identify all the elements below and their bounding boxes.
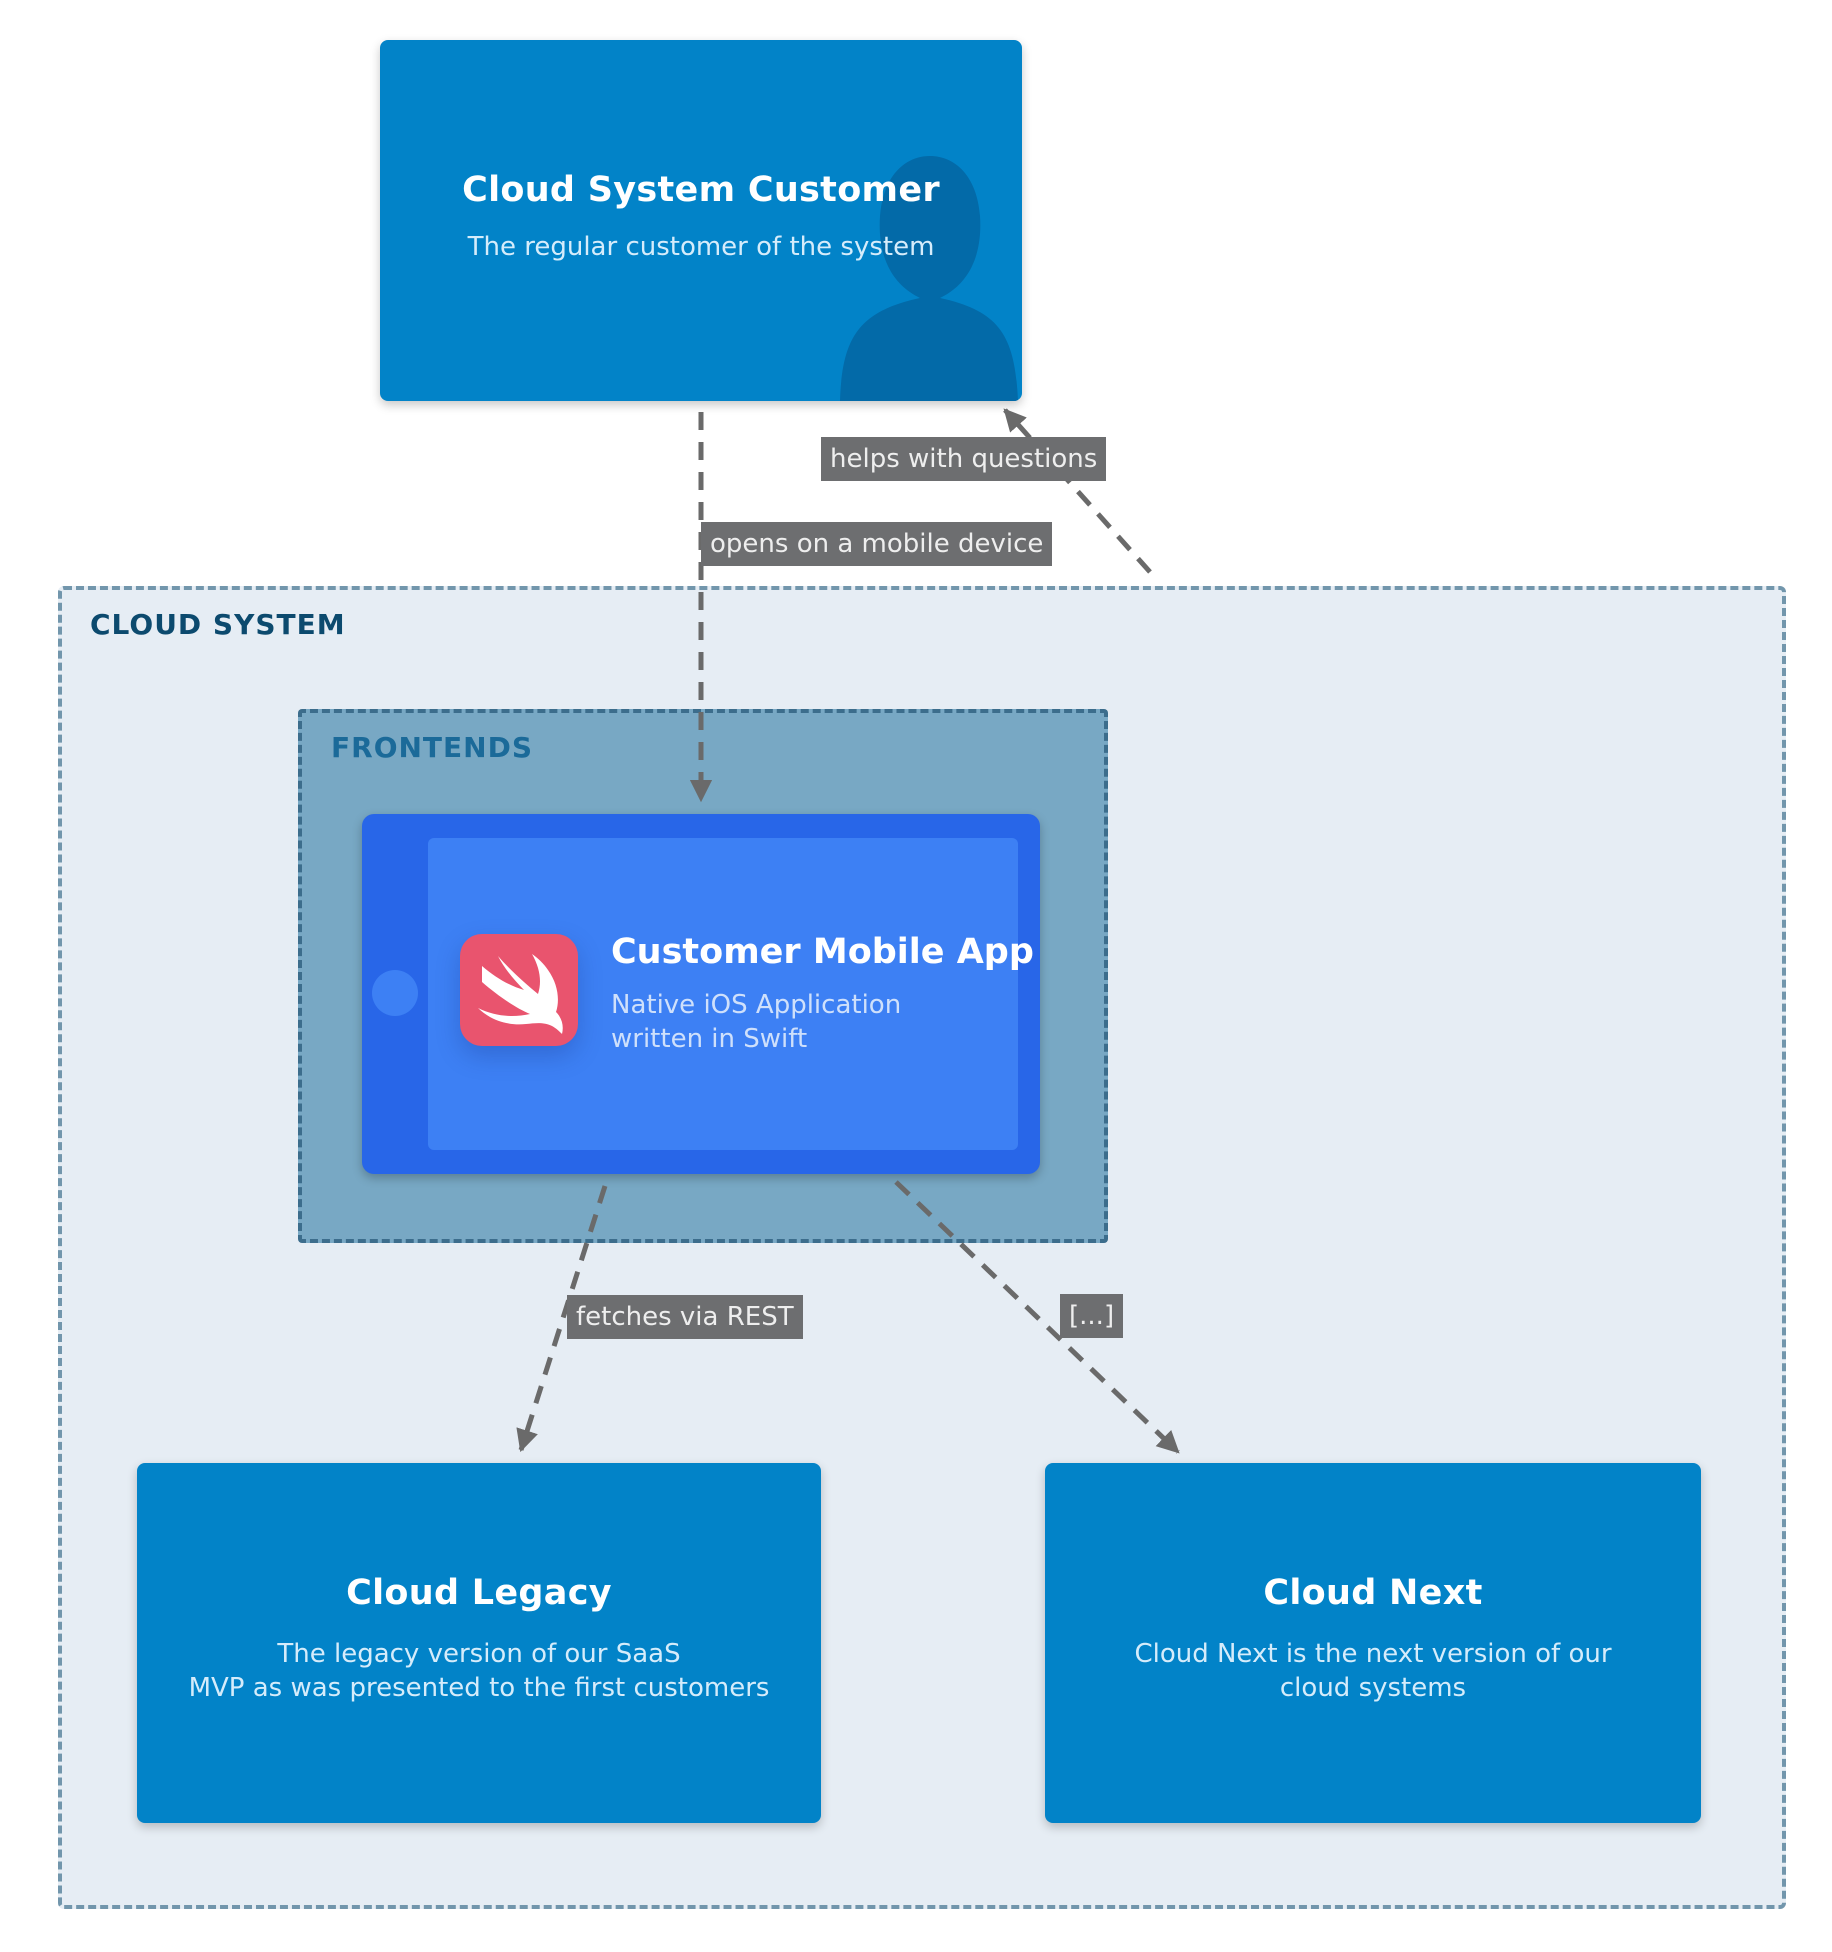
mobile-app-description-line2: written in Swift [611, 1024, 808, 1054]
cloud-next-description-line1: Cloud Next is the next version of our [1134, 1639, 1612, 1669]
edge-label-fetches-via-rest: fetches via REST [567, 1295, 803, 1339]
edge-label-opens-on-mobile-device: opens on a mobile device [701, 522, 1053, 566]
person-description: The regular customer of the system [467, 232, 935, 262]
cloud-system-label: CLOUD SYSTEM [90, 608, 346, 641]
edge-fetches-via-rest[interactable] [516, 1185, 608, 1453]
frontends-label: FRONTENDS [331, 731, 533, 764]
mobile-app-title: Customer Mobile App [611, 932, 1034, 972]
edge-label-other: [...] [1060, 1294, 1124, 1338]
edge-other[interactable] [894, 1180, 1180, 1454]
swift-logo-icon [460, 934, 578, 1046]
cloud-legacy-description-line1: The legacy version of our SaaS [277, 1639, 681, 1669]
person-card-cloud-system-customer[interactable]: Cloud System Customer The regular custom… [380, 40, 1022, 401]
container-card-cloud-legacy[interactable]: Cloud Legacy The legacy version of our S… [137, 1463, 821, 1823]
cloud-legacy-description-line2: MVP as was presented to the first custom… [188, 1673, 770, 1703]
device-home-button [372, 970, 418, 1016]
device-screen: Customer Mobile App Native iOS Applicati… [428, 838, 1034, 1150]
cloud-next-title: Cloud Next [1263, 1573, 1483, 1613]
container-card-cloud-next[interactable]: Cloud Next Cloud Next is the next versio… [1045, 1463, 1701, 1823]
person-silhouette-icon [840, 156, 1018, 401]
cloud-next-description-line2: cloud systems [1279, 1673, 1467, 1703]
edge-label-helps-with-questions: helps with questions [821, 437, 1107, 481]
mobile-app-device[interactable]: Customer Mobile App Native iOS Applicati… [362, 814, 1040, 1174]
mobile-app-description-line1: Native iOS Application [611, 990, 902, 1020]
person-title: Cloud System Customer [462, 170, 940, 210]
cloud-legacy-title: Cloud Legacy [346, 1573, 612, 1613]
